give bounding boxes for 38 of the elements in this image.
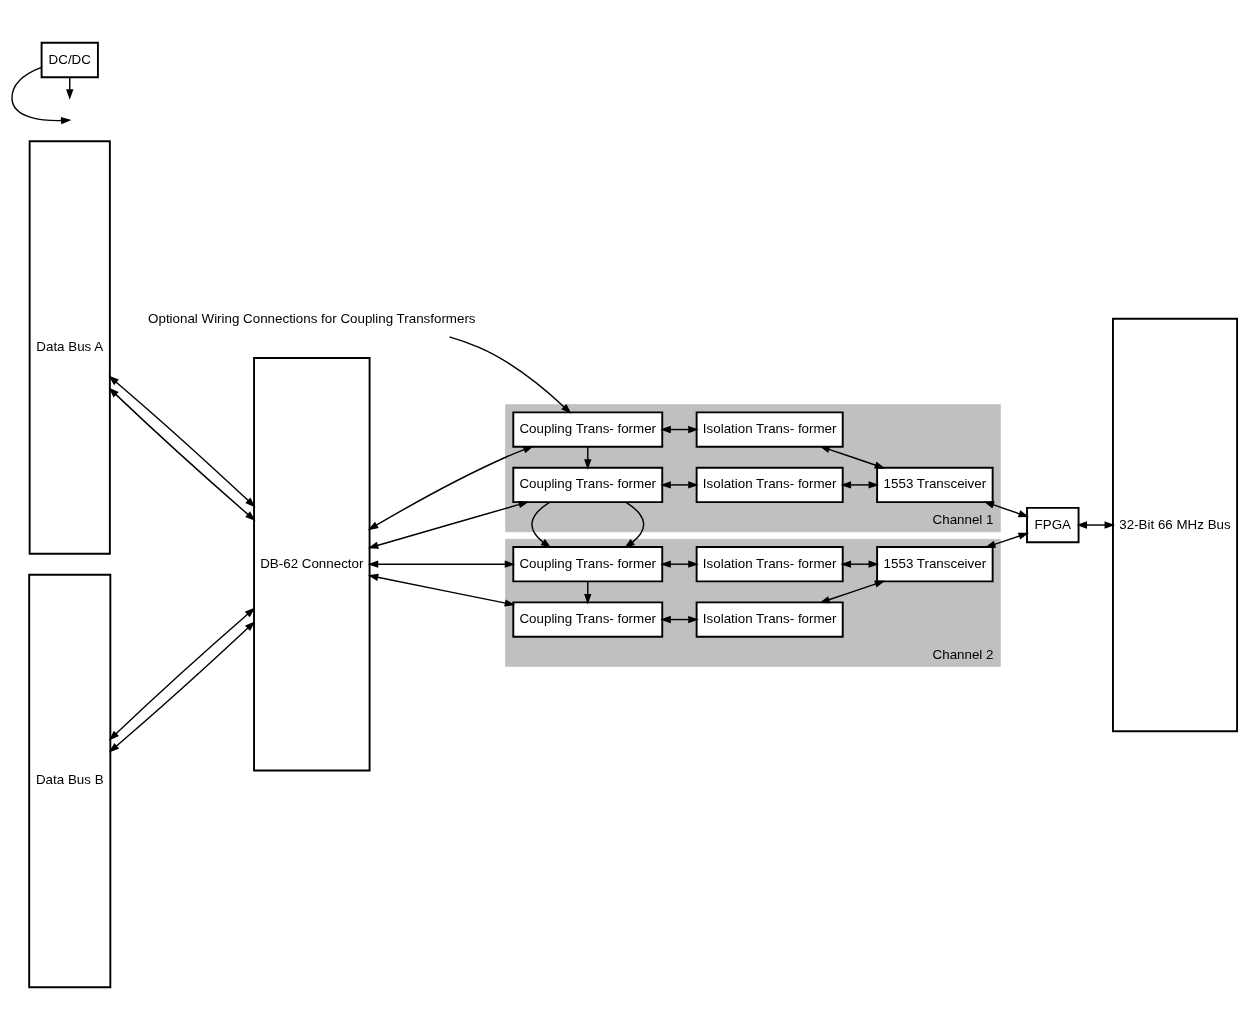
node-box: Isolation Trans- former [695,545,844,582]
node-box: 1553 Transceiver [876,545,994,582]
arrow [367,500,529,549]
arrow [367,573,516,607]
node-box: Isolation Trans- former [695,466,844,503]
arrow [660,615,699,623]
node-box: Data Bus B [28,573,112,988]
arrow [819,580,886,603]
node-box: Isolation Trans- former [695,410,844,448]
arrow [660,425,699,433]
node-box: Coupling Trans- former [512,466,664,503]
arrow [108,387,256,521]
arrow [819,445,886,468]
node-box: FPGA [1026,506,1080,543]
node-box: DC/DC [40,41,99,78]
arrow [108,607,256,741]
arrow [840,480,880,489]
node-box: 32-Bit 66 MHz Bus [1112,317,1239,732]
arrow [660,480,699,489]
arrow [660,560,699,568]
arrow [448,335,572,414]
arrow [367,445,534,530]
node-box: Data Bus A [28,139,111,555]
node-box: Coupling Trans- former [512,410,664,448]
node-box: DB-62 Connector [253,356,371,771]
arrow [985,532,1029,548]
arrow [1076,520,1116,529]
node-box: 1553 Transceiver [876,466,994,503]
node-box: Coupling Trans- former [512,545,664,582]
arrow [367,560,516,568]
arrow [108,375,256,507]
node-box: Coupling Trans- former [512,600,664,638]
node-box: Isolation Trans- former [695,600,844,638]
node-text: Optional Wiring Connections for Coupling Transformers [148,310,476,326]
arrow [108,620,256,753]
arrow [840,560,880,568]
arrow [983,500,1029,517]
arrow [531,501,645,548]
